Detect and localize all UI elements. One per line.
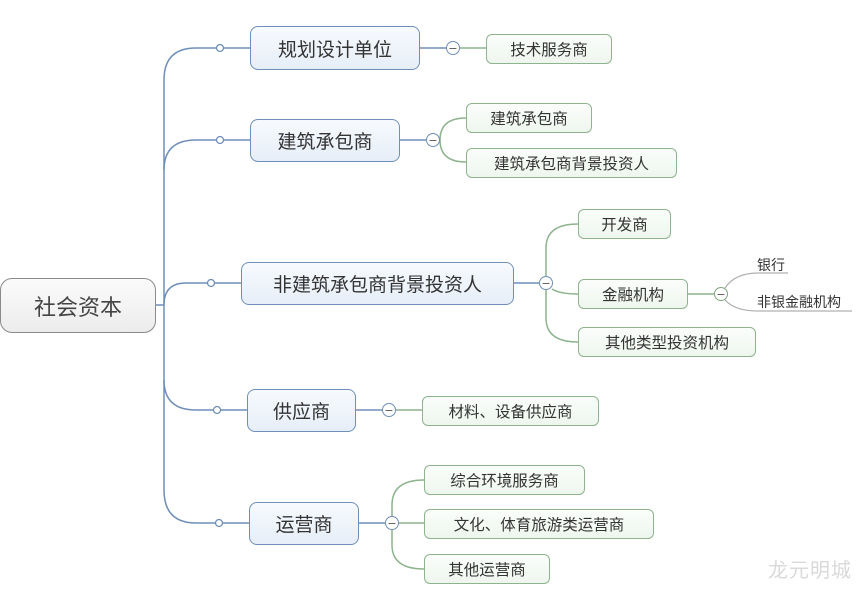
leaf-tech-service[interactable]: 技术服务商: [486, 34, 612, 64]
leaf-label: 金融机构: [601, 286, 664, 304]
branch-planning-design[interactable]: 规划设计单位: [250, 26, 420, 70]
collapse-toggle-contractor[interactable]: −: [426, 133, 440, 147]
branch-label: 非建筑承包商背景投资人: [272, 274, 482, 296]
leaf-label: 开发商: [601, 216, 648, 234]
branch-label: 供应商: [272, 401, 330, 423]
branch-label: 运营商: [275, 514, 333, 536]
leaf-label: 其他类型投资机构: [604, 334, 729, 352]
leaf-other-investment[interactable]: 其他类型投资机构: [578, 327, 756, 357]
leaf-bank[interactable]: 银行: [757, 258, 785, 274]
leaf-label: 其他运营商: [448, 561, 526, 579]
branch-operator[interactable]: 运营商: [249, 502, 359, 545]
branch-non-contractor-investor[interactable]: 非建筑承包商背景投资人: [241, 262, 514, 305]
branch-supplier[interactable]: 供应商: [247, 389, 356, 432]
root-label: 社会资本: [33, 295, 122, 321]
leaf-developer[interactable]: 开发商: [578, 209, 671, 239]
leaf-label: 材料、设备供应商: [448, 403, 573, 421]
branch-label: 规划设计单位: [277, 38, 392, 61]
leaf-contractor-investor[interactable]: 建筑承包商背景投资人: [466, 148, 677, 178]
branch-label: 建筑承包商: [277, 131, 373, 153]
connector-dots: [206, 43, 225, 528]
leaf-label: 文化、体育旅游类运营商: [453, 516, 625, 534]
collapse-toggle-operator[interactable]: −: [385, 516, 399, 530]
leaf-env-service[interactable]: 综合环境服务商: [424, 465, 585, 495]
root-node[interactable]: 社会资本: [0, 278, 156, 333]
leaf-contractor[interactable]: 建筑承包商: [466, 103, 592, 133]
leaf-label: 综合环境服务商: [450, 472, 559, 490]
watermark: 龙元明城: [768, 558, 852, 582]
collapse-toggle-supplier[interactable]: −: [382, 403, 396, 417]
leaf-other-operator[interactable]: 其他运营商: [424, 554, 550, 584]
leaf-culture-sports-operator[interactable]: 文化、体育旅游类运营商: [424, 509, 654, 539]
leaf-label: 技术服务商: [510, 41, 588, 59]
leaf-non-bank-finance[interactable]: 非银金融机构: [757, 295, 841, 311]
leaf-financial-institution[interactable]: 金融机构: [578, 279, 688, 309]
collapse-toggle-planning[interactable]: −: [446, 41, 460, 55]
collapse-toggle-finance[interactable]: −: [714, 287, 728, 301]
leaf-material-supplier[interactable]: 材料、设备供应商: [422, 396, 599, 426]
leaf-label: 建筑承包商: [490, 110, 568, 128]
leaf-label: 建筑承包商背景投资人: [493, 155, 649, 173]
branch-contractor[interactable]: 建筑承包商: [250, 119, 400, 162]
collapse-toggle-investor[interactable]: −: [539, 276, 553, 290]
